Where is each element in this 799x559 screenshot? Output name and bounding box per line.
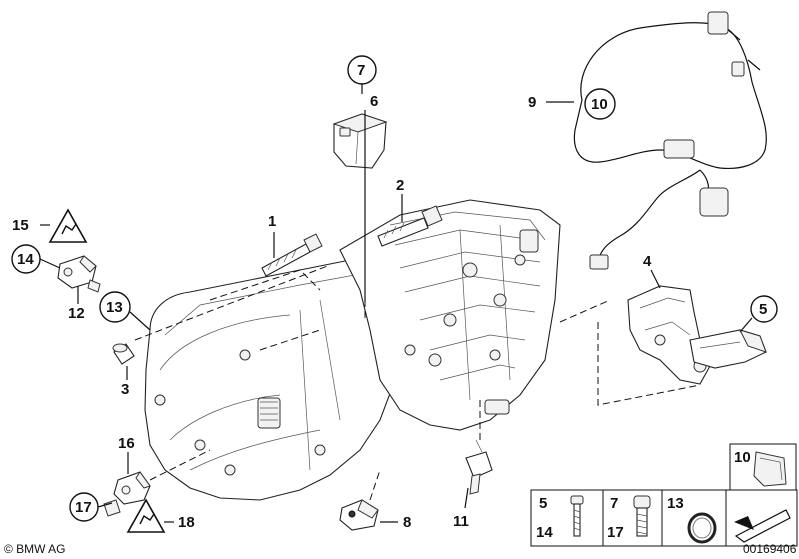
sensor-part-16 xyxy=(103,471,151,517)
callout-8: 8 xyxy=(403,514,411,531)
sensor-part-5 xyxy=(689,329,767,369)
callout-circle-5 xyxy=(750,295,778,323)
callout-11: 11 xyxy=(453,513,469,530)
callout-1: 1 xyxy=(268,213,276,230)
leader-4 xyxy=(650,269,661,289)
bolt-part-1 xyxy=(261,233,323,277)
callout-4: 4 xyxy=(643,253,652,270)
callout-15: 15 xyxy=(12,217,29,234)
bracket-part-4 xyxy=(627,285,711,385)
warning-triangle-icon xyxy=(48,208,88,243)
diagram-number: 00169406 xyxy=(743,542,797,556)
bolt-icon xyxy=(633,495,651,537)
legend-5: 5 xyxy=(539,495,547,512)
sensor-part-11 xyxy=(465,439,493,495)
assembly-dash-lines xyxy=(134,264,701,501)
callout-14: 14 xyxy=(17,251,34,268)
leader-11 xyxy=(464,487,469,509)
callout-7: 7 xyxy=(357,62,365,79)
callout-9: 9 xyxy=(528,94,536,111)
kit-arrow-icon xyxy=(734,509,791,543)
callout-12: 12 xyxy=(68,305,85,322)
legend-10: 10 xyxy=(734,449,751,466)
leader-14 xyxy=(39,258,61,269)
warning-triangle-icon-18 xyxy=(126,498,166,533)
wiring-harness-part-9 xyxy=(573,11,767,270)
sensor-part-12 xyxy=(57,255,101,293)
callout-circle-10 xyxy=(584,88,616,120)
callout-16: 16 xyxy=(118,435,135,452)
screw-icon xyxy=(570,495,584,537)
legend-7: 7 xyxy=(610,495,618,512)
leader-5 xyxy=(739,317,753,333)
seal-ring-icon xyxy=(687,512,717,544)
sensor-part-8 xyxy=(339,499,379,531)
leader-17 xyxy=(97,502,113,508)
legend-17: 17 xyxy=(607,524,624,541)
module-part-6 xyxy=(332,113,388,169)
copyright-text: © BMW AG xyxy=(4,542,66,556)
callout-13: 13 xyxy=(106,299,123,316)
callout-3: 3 xyxy=(121,381,129,398)
legend-13: 13 xyxy=(667,495,684,512)
callout-5: 5 xyxy=(759,301,767,318)
kit-legend-panel: 5 14 7 17 13 10 xyxy=(530,443,798,547)
callout-17: 17 xyxy=(75,499,92,516)
callout-2: 2 xyxy=(396,177,404,194)
transmission-housing xyxy=(144,199,561,501)
legend-14: 14 xyxy=(536,524,553,541)
callout-circle-13 xyxy=(99,291,131,323)
sleeve-part-3 xyxy=(112,343,135,365)
bolt-part-2 xyxy=(377,205,443,247)
callout-6: 6 xyxy=(370,93,378,110)
leader-13 xyxy=(129,311,151,331)
connector-icon xyxy=(753,451,787,487)
callout-18: 18 xyxy=(178,514,195,531)
callout-10: 10 xyxy=(591,96,608,113)
